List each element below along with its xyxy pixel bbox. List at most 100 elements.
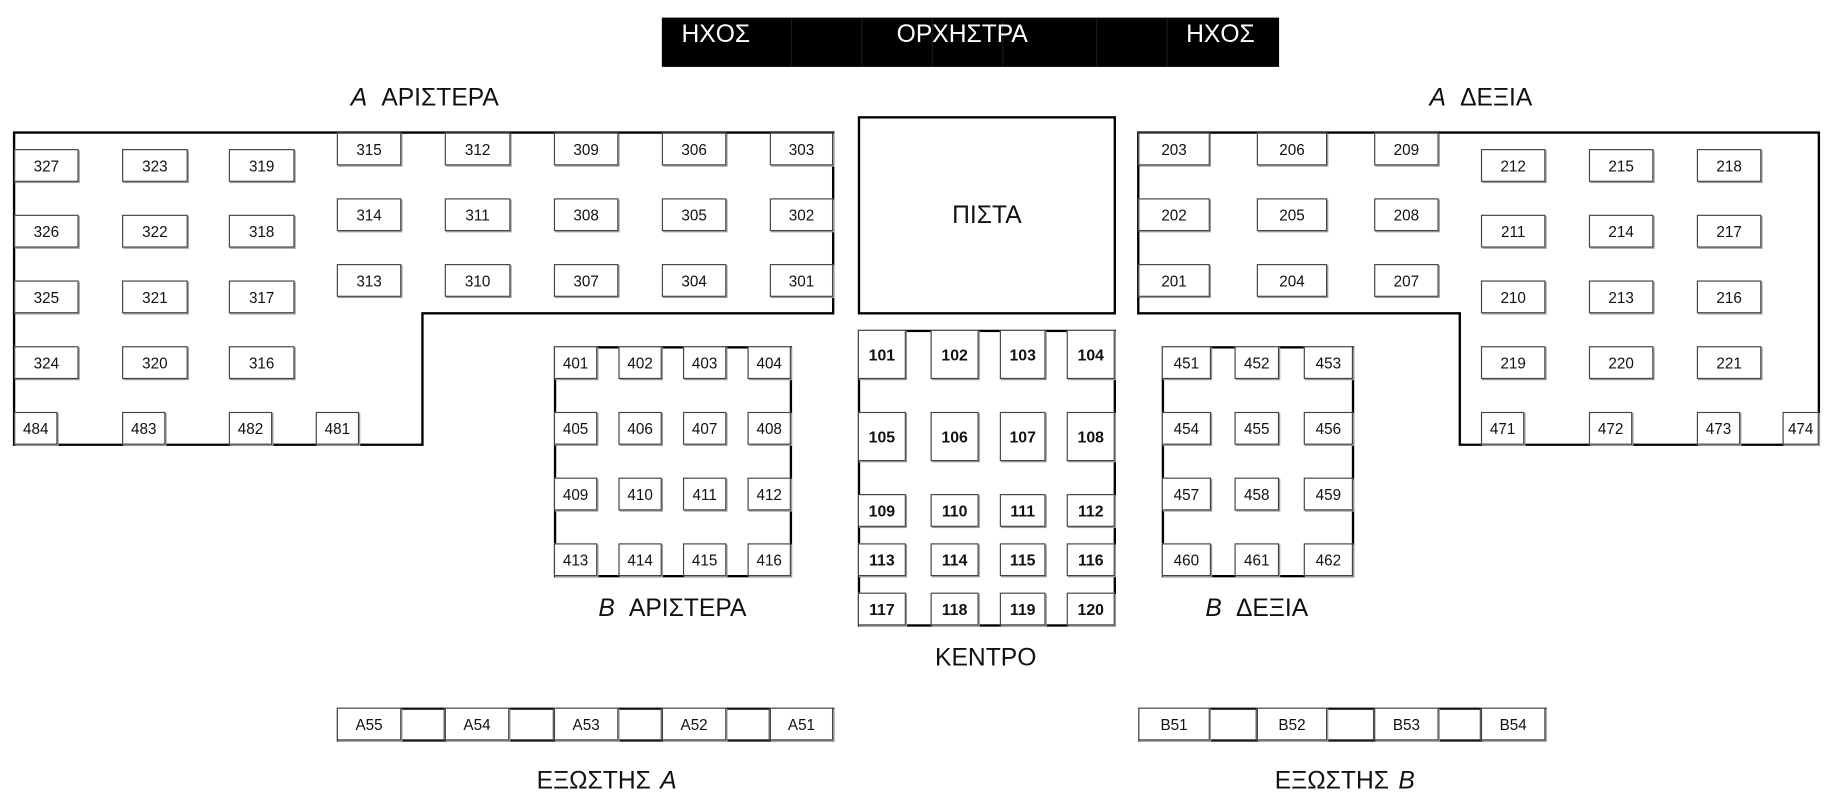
table-108[interactable]: 108	[1066, 411, 1115, 462]
table-460[interactable]: 460	[1161, 543, 1212, 577]
table-B54[interactable]: B54	[1480, 707, 1546, 741]
table-202[interactable]: 202	[1138, 198, 1210, 232]
table-A52[interactable]: A52	[661, 707, 727, 741]
table-110[interactable]: 110	[930, 494, 979, 527]
table-115[interactable]: 115	[999, 543, 1046, 577]
table-118[interactable]: 118	[930, 592, 979, 626]
table-310[interactable]: 310	[444, 264, 511, 297]
table-481[interactable]: 481	[315, 411, 360, 445]
table-454[interactable]: 454	[1161, 411, 1212, 445]
table-120[interactable]: 120	[1066, 592, 1115, 626]
table-409[interactable]: 409	[553, 477, 598, 511]
table-315[interactable]: 315	[336, 132, 402, 166]
table-411[interactable]: 411	[682, 477, 727, 511]
table-410[interactable]: 410	[618, 477, 662, 511]
table-319[interactable]: 319	[228, 149, 295, 182]
table-415[interactable]: 415	[682, 543, 727, 577]
table-482[interactable]: 482	[228, 411, 273, 445]
table-413[interactable]: 413	[553, 543, 598, 577]
table-321[interactable]: 321	[122, 280, 188, 314]
table-473[interactable]: 473	[1696, 411, 1741, 445]
table-205[interactable]: 205	[1256, 198, 1328, 232]
table-471[interactable]: 471	[1480, 411, 1525, 445]
table-416[interactable]: 416	[747, 543, 791, 577]
table-305[interactable]: 305	[661, 198, 727, 232]
table-102[interactable]: 102	[930, 329, 979, 380]
table-458[interactable]: 458	[1234, 477, 1280, 511]
table-201[interactable]: 201	[1138, 264, 1210, 297]
table-208[interactable]: 208	[1374, 198, 1439, 232]
table-107[interactable]: 107	[999, 411, 1046, 462]
table-104[interactable]: 104	[1066, 329, 1115, 380]
table-101[interactable]: 101	[857, 329, 906, 380]
table-301[interactable]: 301	[769, 264, 834, 297]
table-213[interactable]: 213	[1588, 280, 1654, 314]
table-314[interactable]: 314	[336, 198, 402, 232]
table-327[interactable]: 327	[14, 149, 79, 182]
table-451[interactable]: 451	[1161, 346, 1212, 380]
table-401[interactable]: 401	[553, 346, 598, 380]
table-211[interactable]: 211	[1480, 214, 1546, 248]
table-111[interactable]: 111	[999, 494, 1046, 527]
table-316[interactable]: 316	[228, 346, 295, 380]
table-459[interactable]: 459	[1303, 477, 1354, 511]
table-217[interactable]: 217	[1696, 214, 1762, 248]
table-204[interactable]: 204	[1256, 264, 1328, 297]
table-308[interactable]: 308	[553, 198, 619, 232]
table-461[interactable]: 461	[1234, 543, 1280, 577]
table-116[interactable]: 116	[1066, 543, 1115, 577]
table-403[interactable]: 403	[682, 346, 727, 380]
table-408[interactable]: 408	[747, 411, 791, 445]
table-216[interactable]: 216	[1696, 280, 1762, 314]
table-209[interactable]: 209	[1374, 132, 1439, 166]
table-A54[interactable]: A54	[444, 707, 510, 741]
table-B52[interactable]: B52	[1256, 707, 1328, 741]
table-325[interactable]: 325	[14, 280, 79, 314]
table-114[interactable]: 114	[930, 543, 979, 577]
table-312[interactable]: 312	[444, 132, 511, 166]
table-455[interactable]: 455	[1234, 411, 1280, 445]
table-215[interactable]: 215	[1588, 149, 1654, 182]
table-324[interactable]: 324	[14, 346, 79, 380]
table-311[interactable]: 311	[444, 198, 511, 232]
table-210[interactable]: 210	[1480, 280, 1546, 314]
table-457[interactable]: 457	[1161, 477, 1212, 511]
table-452[interactable]: 452	[1234, 346, 1280, 380]
table-220[interactable]: 220	[1588, 346, 1654, 380]
table-318[interactable]: 318	[228, 214, 295, 248]
table-A53[interactable]: A53	[553, 707, 619, 741]
table-B51[interactable]: B51	[1138, 707, 1210, 741]
table-406[interactable]: 406	[618, 411, 662, 445]
table-B53[interactable]: B53	[1374, 707, 1439, 741]
table-326[interactable]: 326	[14, 214, 79, 248]
table-221[interactable]: 221	[1696, 346, 1762, 380]
table-306[interactable]: 306	[661, 132, 727, 166]
table-414[interactable]: 414	[618, 543, 662, 577]
table-474[interactable]: 474	[1782, 411, 1819, 445]
table-212[interactable]: 212	[1480, 149, 1546, 182]
table-404[interactable]: 404	[747, 346, 791, 380]
table-206[interactable]: 206	[1256, 132, 1328, 166]
table-112[interactable]: 112	[1066, 494, 1115, 527]
table-412[interactable]: 412	[747, 477, 791, 511]
table-322[interactable]: 322	[122, 214, 188, 248]
table-472[interactable]: 472	[1588, 411, 1633, 445]
table-320[interactable]: 320	[122, 346, 188, 380]
table-A55[interactable]: A55	[336, 707, 402, 741]
table-219[interactable]: 219	[1480, 346, 1546, 380]
table-453[interactable]: 453	[1303, 346, 1354, 380]
table-214[interactable]: 214	[1588, 214, 1654, 248]
table-119[interactable]: 119	[999, 592, 1046, 626]
table-402[interactable]: 402	[618, 346, 662, 380]
table-113[interactable]: 113	[857, 543, 906, 577]
table-304[interactable]: 304	[661, 264, 727, 297]
table-109[interactable]: 109	[857, 494, 906, 527]
table-484[interactable]: 484	[14, 411, 58, 445]
table-323[interactable]: 323	[122, 149, 188, 182]
table-103[interactable]: 103	[999, 329, 1046, 380]
table-302[interactable]: 302	[769, 198, 834, 232]
table-317[interactable]: 317	[228, 280, 295, 314]
table-309[interactable]: 309	[553, 132, 619, 166]
table-462[interactable]: 462	[1303, 543, 1354, 577]
table-483[interactable]: 483	[122, 411, 166, 445]
